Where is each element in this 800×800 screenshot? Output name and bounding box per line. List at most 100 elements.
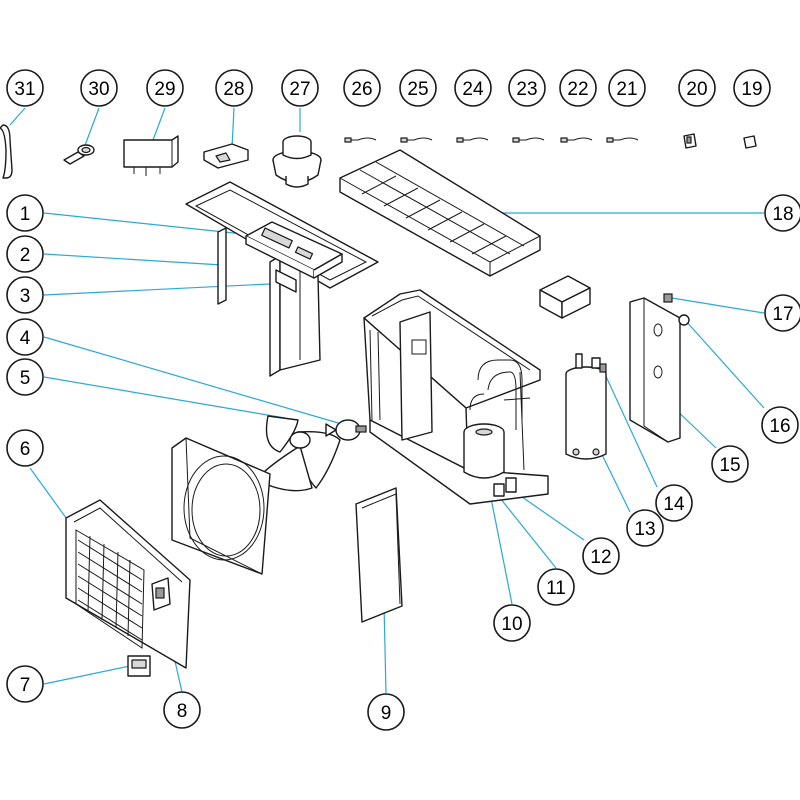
junction-box: [539, 275, 591, 319]
callout-31: 31: [6, 69, 44, 107]
callout-number: 11: [546, 578, 566, 599]
callout-5: 5: [6, 358, 44, 396]
callout-circle: [764, 194, 800, 232]
callout-16: 16: [761, 406, 799, 444]
callout-circle: [367, 693, 405, 731]
part-29-capacitor: [123, 135, 179, 176]
leader-11: [499, 497, 557, 569]
leader-17: [671, 297, 765, 314]
callout-number: 10: [501, 614, 522, 635]
part-12-valve: [505, 477, 517, 493]
part-17-gland: [663, 293, 673, 303]
leader-5: [43, 376, 286, 419]
callout-26: 26: [343, 69, 381, 107]
part-14-fittings: [575, 353, 607, 373]
callout-number: 12: [590, 547, 611, 568]
piping: [469, 359, 531, 430]
callout-number: 9: [381, 703, 392, 724]
part-3-bracket: [275, 269, 297, 293]
callout-circle: [6, 318, 44, 356]
callout-3: 3: [6, 276, 44, 314]
callout-circle: [582, 537, 620, 575]
part-10-compressor: [463, 423, 505, 479]
part-11-valve: [493, 483, 505, 497]
callout-number: 1: [20, 204, 31, 225]
callout-number: 28: [223, 79, 244, 100]
callout-number: 21: [616, 79, 637, 100]
callout-circle: [678, 69, 716, 107]
callout-number: 17: [772, 304, 793, 325]
callout-2: 2: [6, 235, 44, 273]
part-9-side-panel: [355, 487, 403, 623]
leader-12: [511, 489, 585, 541]
part-18-top-cover: [339, 149, 541, 277]
callout-number: 25: [407, 79, 428, 100]
callout-1: 1: [6, 194, 44, 232]
callout-circle: [655, 484, 693, 522]
callout-circle: [508, 69, 546, 107]
callout-circle: [343, 69, 381, 107]
part-8-control-panel: [151, 577, 171, 611]
callout-circle: [146, 69, 184, 107]
callout-circle: [733, 69, 771, 107]
callout-28: 28: [215, 69, 253, 107]
part-19-clip: [743, 135, 757, 149]
callout-circle: [6, 358, 44, 396]
callout-number: 6: [20, 439, 31, 460]
callout-number: 23: [516, 79, 537, 100]
leader-4: [43, 336, 346, 426]
part-6-front-grille: [65, 499, 191, 669]
callout-circle: [215, 69, 253, 107]
callout-number: 18: [772, 204, 793, 225]
callout-number: 20: [686, 79, 707, 100]
callout-number: 19: [741, 79, 762, 100]
callout-number: 2: [20, 245, 31, 266]
callout-circle: [454, 69, 492, 107]
leader-2: [43, 253, 223, 266]
base-and-evaporator: [363, 289, 549, 505]
callout-number: 30: [88, 79, 109, 100]
callout-circle: [6, 194, 44, 232]
part-1-control-board: [245, 221, 343, 279]
callout-12: 12: [582, 537, 620, 575]
part-16-plug: [678, 314, 690, 326]
leader-3: [43, 282, 291, 296]
callout-circle: [537, 568, 575, 606]
callout-circle: [608, 69, 646, 107]
callout-22: 22: [559, 69, 597, 107]
callout-circle: [163, 691, 201, 729]
callout-30: 30: [80, 69, 118, 107]
callout-number: 22: [567, 79, 588, 100]
callout-number: 15: [719, 455, 740, 476]
leader-28: [231, 107, 235, 149]
callout-circle: [711, 445, 749, 483]
callout-circle: [281, 69, 319, 107]
callout-number: 31: [14, 79, 35, 100]
callout-4: 4: [6, 318, 44, 356]
callout-29: 29: [146, 69, 184, 107]
callout-25: 25: [399, 69, 437, 107]
callout-15: 15: [711, 445, 749, 483]
callout-23: 23: [508, 69, 546, 107]
part-15-rear-panel: [629, 297, 681, 443]
callout-9: 9: [367, 693, 405, 731]
callout-6: 6: [6, 429, 44, 467]
callout-20: 20: [678, 69, 716, 107]
leader-14: [603, 371, 658, 488]
callout-circle: [6, 276, 44, 314]
leader-30: [83, 107, 100, 149]
callout-circle: [80, 69, 118, 107]
callout-number: 4: [20, 328, 31, 349]
callout-circle: [761, 406, 799, 444]
callout-11: 11: [537, 568, 575, 606]
callout-18: 18: [764, 194, 800, 232]
leader-lines: [9, 107, 765, 694]
part-20-clip: [683, 133, 697, 149]
callout-27: 27: [281, 69, 319, 107]
leader-31: [9, 107, 26, 126]
callout-number: 7: [20, 675, 31, 696]
callout-14: 14: [655, 484, 693, 522]
callout-number: 24: [462, 79, 484, 100]
part-27-fan-cap: [272, 135, 322, 188]
